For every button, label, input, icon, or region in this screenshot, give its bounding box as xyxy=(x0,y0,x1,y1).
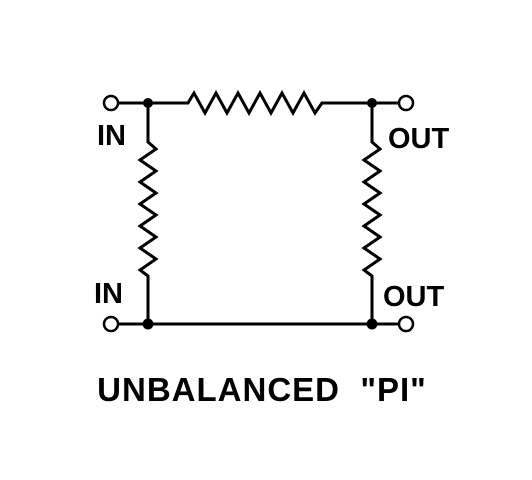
diagram-caption: UNBALANCED "PI" xyxy=(97,371,427,408)
junction-bottom-right xyxy=(366,318,378,330)
label-in-top: IN xyxy=(97,120,126,152)
terminal-in-top xyxy=(102,94,120,112)
label-in-bottom: IN xyxy=(94,278,123,310)
terminal-out-top xyxy=(397,94,415,112)
label-out-bottom: OUT xyxy=(383,281,445,313)
series-resistor xyxy=(186,89,324,117)
junction-bottom-left xyxy=(142,318,154,330)
junction-top-right xyxy=(367,98,377,108)
left-shunt-resistor xyxy=(137,140,159,278)
junction-top-left xyxy=(143,98,153,108)
right-shunt-resistor xyxy=(361,140,383,278)
terminal-in-bottom xyxy=(102,315,120,333)
label-out-top: OUT xyxy=(388,123,450,155)
terminal-out-bottom xyxy=(397,315,415,333)
